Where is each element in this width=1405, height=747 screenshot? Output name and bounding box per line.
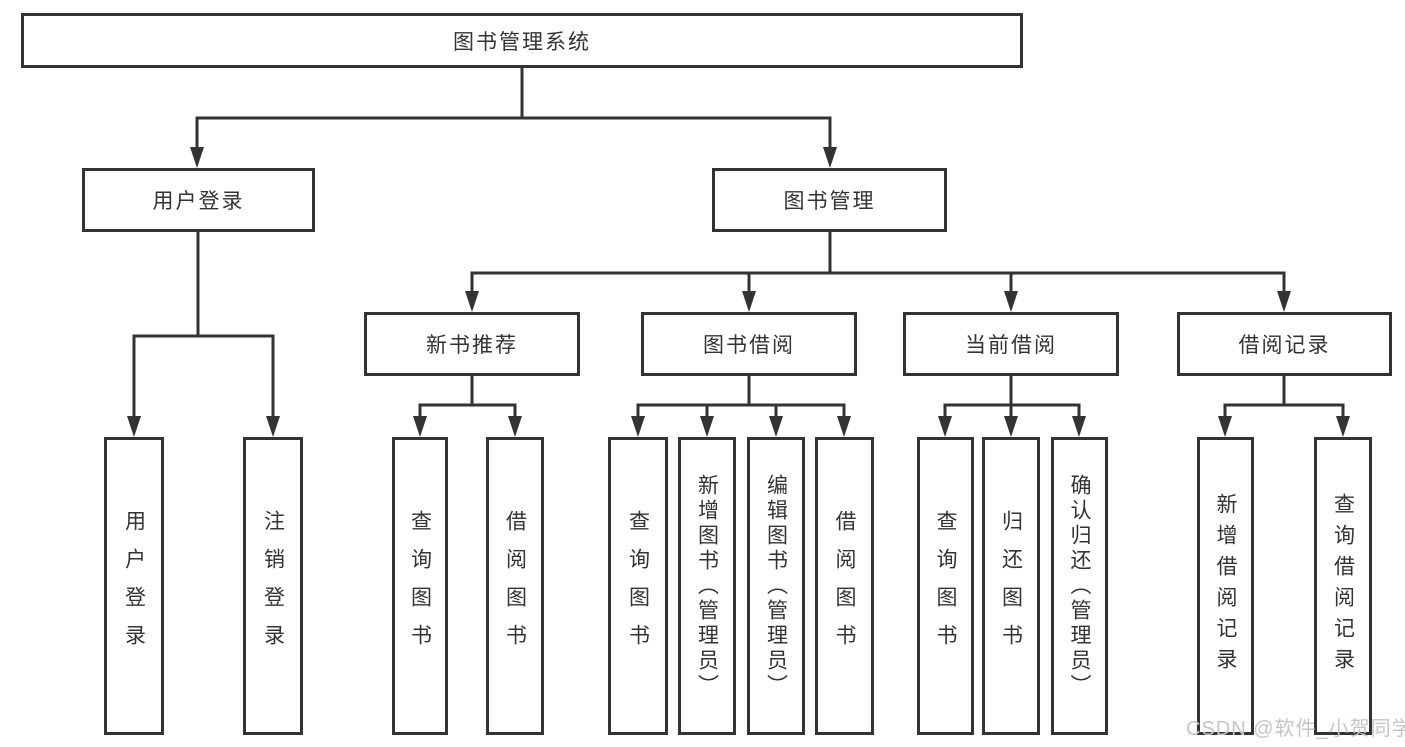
leaf-add-books-admin: 新增图书（管理员） bbox=[678, 437, 736, 735]
leaf-user-login-label: 用户登录 bbox=[122, 510, 146, 662]
leaf-return-books: 归还图书 bbox=[982, 437, 1040, 735]
leaf-query-books-current-label: 查询图书 bbox=[934, 510, 957, 662]
leaf-query-books-borrow-label: 查询图书 bbox=[626, 510, 650, 662]
leaf-edit-books-admin: 编辑图书（管理员） bbox=[747, 437, 805, 735]
leaf-query-books-borrow: 查询图书 bbox=[608, 437, 668, 735]
leaf-return-books-label: 归还图书 bbox=[999, 510, 1023, 662]
leaf-edit-books-admin-label: 编辑图书（管理员） bbox=[764, 473, 788, 699]
leaf-add-borrow-record: 新增借阅记录 bbox=[1197, 437, 1254, 735]
leaf-borrow-books: 借阅图书 bbox=[815, 437, 874, 735]
leaf-query-borrow-record: 查询借阅记录 bbox=[1314, 437, 1372, 735]
node-new-book-recommend: 新书推荐 bbox=[364, 312, 580, 376]
arrowheads bbox=[127, 147, 1350, 437]
node-root: 图书管理系统 bbox=[21, 13, 1023, 68]
node-borrowing-records: 借阅记录 bbox=[1177, 312, 1392, 376]
leaf-query-books-current: 查询图书 bbox=[917, 437, 974, 735]
leaf-confirm-return-admin: 确认归还（管理员） bbox=[1051, 437, 1108, 735]
node-root-label: 图书管理系统 bbox=[453, 30, 591, 54]
node-book-management: 图书管理 bbox=[712, 168, 947, 232]
node-book-borrowing: 图书借阅 bbox=[641, 312, 857, 376]
leaf-borrow-books-label: 借阅图书 bbox=[833, 510, 856, 662]
leaf-borrow-books-recommend-label: 借阅图书 bbox=[503, 510, 527, 662]
node-user-login: 用户登录 bbox=[82, 168, 315, 232]
leaf-confirm-return-admin-label: 确认归还（管理员） bbox=[1068, 473, 1091, 699]
node-new-book-recommend-label: 新书推荐 bbox=[426, 334, 518, 357]
node-current-borrowing: 当前借阅 bbox=[903, 312, 1119, 376]
leaf-logout-label: 注销登录 bbox=[261, 510, 285, 662]
node-current-borrowing-label: 当前借阅 bbox=[965, 334, 1057, 357]
csdn-watermark: CSDN @软件_小贺同学 bbox=[1186, 718, 1405, 740]
leaf-add-borrow-record-label: 新增借阅记录 bbox=[1214, 493, 1237, 679]
node-book-borrowing-label: 图书借阅 bbox=[703, 334, 795, 357]
leaf-query-books-recommend-label: 查询图书 bbox=[408, 510, 432, 662]
leaf-logout: 注销登录 bbox=[243, 437, 303, 735]
node-user-login-label: 用户登录 bbox=[152, 190, 245, 213]
leaf-user-login: 用户登录 bbox=[104, 437, 164, 735]
leaf-borrow-books-recommend: 借阅图书 bbox=[486, 437, 544, 735]
leaf-query-borrow-record-label: 查询借阅记录 bbox=[1331, 493, 1355, 679]
node-book-management-label: 图书管理 bbox=[783, 190, 876, 213]
node-borrowing-records-label: 借阅记录 bbox=[1238, 334, 1331, 357]
leaf-query-books-recommend: 查询图书 bbox=[392, 437, 448, 735]
leaf-add-books-admin-label: 新增图书（管理员） bbox=[695, 473, 719, 699]
